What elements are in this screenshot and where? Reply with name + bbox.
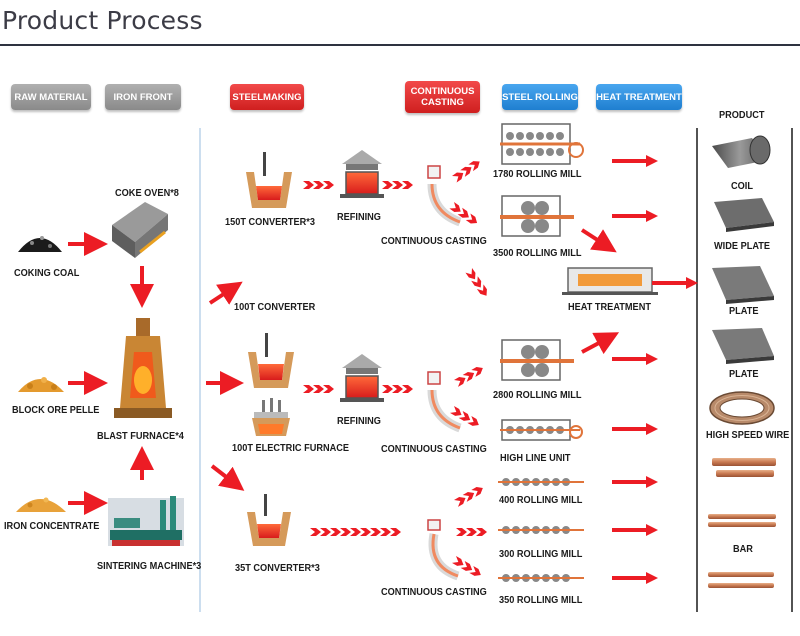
iron-concentrate-icon [16, 497, 66, 512]
label-converter-100t: 100T CONVERTER [234, 302, 316, 313]
arrow-to-wide-plate [612, 210, 658, 222]
chevrons-cc3-to-300 [456, 528, 487, 536]
label-electric-furnace: 100T ELECTRIC FURNACE [232, 443, 350, 454]
casting-machine-1-icon [427, 165, 462, 227]
wide-plate-product-icon [714, 198, 774, 232]
header-continuous-casting: CONTINUOUS CASTING [405, 81, 480, 113]
arrow-to-35t-converter [210, 464, 245, 491]
header-heat-treatment: HEAT TREATMENT [596, 84, 682, 110]
label-mill-2800: 2800 ROLLING MILL [493, 390, 582, 401]
rolling-mill-300-icon [498, 526, 584, 534]
label-refining-2: REFINING [337, 416, 381, 427]
label-product: PRODUCT [719, 110, 765, 121]
label-coking-coal: COKING COAL [14, 268, 80, 279]
coil-product-icon [712, 135, 771, 168]
label-plate-1: PLATE [729, 306, 759, 317]
rolling-mill-1780-icon [500, 123, 584, 165]
label-high-line-unit: HIGH LINE UNIT [500, 453, 571, 464]
block-ore-icon [18, 377, 64, 392]
label-high-speed-wire: HIGH SPEED WIRE [706, 430, 790, 441]
label-mill-300: 300 ROLLING MILL [499, 549, 583, 560]
sintering-machine-icon [108, 496, 184, 546]
blast-furnace-icon [114, 318, 172, 418]
rolling-mill-350-icon [498, 574, 584, 582]
label-coke-oven: COKE OVEN*8 [115, 188, 179, 199]
arrow-2800-to-heat [581, 332, 620, 355]
label-mill-3500: 3500 ROLLING MILL [493, 248, 582, 259]
plate-product-icon-1 [712, 266, 774, 304]
chevrons-refining-casting-1 [382, 181, 413, 189]
label-blast-furnace: BLAST FURNACE*4 [97, 431, 184, 442]
label-mill-350: 350 ROLLING MILL [499, 595, 583, 606]
converter-150t-icon [246, 152, 292, 208]
page-title: Product Process [2, 6, 203, 35]
high-speed-wire-icon [709, 391, 775, 425]
arrow-350-to-bar [612, 572, 658, 584]
bar-product-icon-2 [708, 514, 776, 527]
chevrons-converter-refining-2 [303, 385, 334, 393]
electric-furnace-icon [252, 398, 290, 436]
label-coil: COIL [731, 181, 753, 192]
bar-product-icon-1 [712, 458, 776, 477]
refining-station-2-icon [340, 354, 384, 402]
arrow-400-to-bar [612, 476, 658, 488]
title-underline [0, 44, 800, 46]
header-steel-rolling: STEEL ROLLING [502, 84, 578, 110]
label-wide-plate: WIDE PLATE [714, 241, 771, 252]
arrow-to-plate-2 [612, 353, 658, 365]
label-block-ore: BLOCK ORE PELLE [12, 405, 100, 416]
converter-100t-icon [248, 333, 294, 388]
arrow-to-high-speed-wire [612, 423, 658, 435]
coking-coal-icon [18, 236, 62, 252]
label-converter-35t: 35T CONVERTER*3 [235, 563, 320, 574]
chevrons-cc1-to-heat [465, 268, 490, 298]
rolling-mill-400-icon [498, 478, 584, 486]
label-continuous-casting-2: CONTINUOUS CASTING [381, 444, 487, 455]
label-refining-1: REFINING [337, 212, 381, 223]
header-iron-front: IRON FRONT [105, 84, 181, 110]
chevrons-refining-casting-2 [382, 385, 413, 393]
arrow-heat-to-plate [652, 277, 698, 289]
bar-product-icon-3 [708, 572, 774, 588]
plate-product-icon-2 [712, 328, 774, 364]
arrow-to-100t-converter [208, 281, 243, 305]
casting-machine-3-icon [427, 519, 460, 581]
label-bar: BAR [733, 544, 753, 555]
arrow-to-coil [612, 155, 658, 167]
high-line-unit-icon [500, 419, 583, 441]
label-continuous-casting-1: CONTINUOUS CASTING [381, 236, 487, 247]
arrow-3500-to-heat [580, 228, 617, 253]
label-mill-1780: 1780 ROLLING MILL [493, 169, 582, 180]
header-raw-material: RAW MATERIAL [11, 84, 91, 110]
label-continuous-casting-3: CONTINUOUS CASTING [381, 587, 487, 598]
refining-station-1-icon [340, 150, 384, 198]
chevrons-35t-to-casting [310, 528, 401, 536]
chevrons-cc2-to-2800 [454, 364, 485, 387]
label-sintering: SINTERING MACHINE*3 [97, 561, 202, 572]
label-iron-concentrate: IRON CONCENTRATE [4, 521, 100, 532]
label-heat-treatment: HEAT TREATMENT [568, 302, 651, 313]
chevrons-cc3-to-400 [454, 484, 485, 507]
label-converter-150t: 150T CONVERTER*3 [225, 217, 315, 228]
coke-oven-icon [112, 202, 168, 258]
label-mill-400: 400 ROLLING MILL [499, 495, 583, 506]
chevrons-converter-refining-1 [303, 181, 334, 189]
rolling-mill-3500-icon [500, 195, 574, 237]
header-steelmaking: STEELMAKING [230, 84, 304, 110]
heat-treatment-furnace-icon [562, 267, 658, 295]
converter-35t-icon [247, 494, 291, 546]
label-plate-2: PLATE [729, 369, 759, 380]
arrow-300-to-bar [612, 524, 658, 536]
casting-machine-2-icon [427, 371, 462, 433]
chevrons-cc1-to-1780 [452, 158, 482, 183]
rolling-mill-2800-icon [500, 339, 574, 381]
